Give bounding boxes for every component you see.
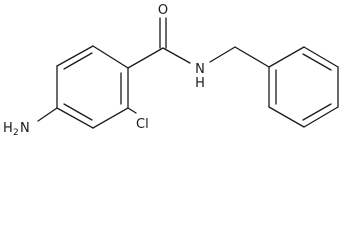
ring1-bond-c4-c5 — [56, 107, 94, 129]
ring2-double-a — [302, 53, 332, 71]
chlorine-label: Cl — [136, 117, 149, 132]
bond-ring-amino — [37, 107, 58, 122]
bond-carbonyl-amide-n — [162, 47, 191, 64]
ring1-bond-c2-c3 — [56, 45, 94, 67]
ring1-double-c4-c5 — [63, 103, 93, 121]
amino-subscript: 2 — [13, 128, 19, 138]
amino-n-label: N — [20, 121, 30, 136]
molecule-drawing: O N H H 2 N Cl — [3, 3, 339, 138]
bond-amide-n-methylene — [209, 46, 236, 63]
bond-ring-chlorine — [127, 107, 137, 114]
ring2-bond-1 — [268, 46, 305, 68]
amino-h-label: H — [3, 121, 13, 136]
ring2-double-b — [302, 103, 332, 121]
ring1-double-c2-c3 — [63, 52, 93, 70]
amide-n-label: N — [195, 62, 205, 77]
ring2-bond-4 — [303, 106, 339, 128]
ring1-bond-c5-c6 — [92, 107, 129, 129]
structure-diagram: O N H H 2 N Cl — [3, 3, 339, 138]
amide-h-label: H — [195, 76, 205, 91]
bond-methylene-phenyl — [234, 46, 270, 68]
oxygen-label: O — [158, 3, 168, 18]
aminochlorophenyl-ring — [56, 45, 129, 129]
ring2-bond-5 — [268, 106, 305, 128]
ring1-bond-c1-c2 — [92, 45, 129, 69]
ring2-bond-2 — [303, 46, 339, 68]
phenyl-ring — [268, 46, 339, 128]
bond-ring-carbonyl — [127, 47, 164, 69]
